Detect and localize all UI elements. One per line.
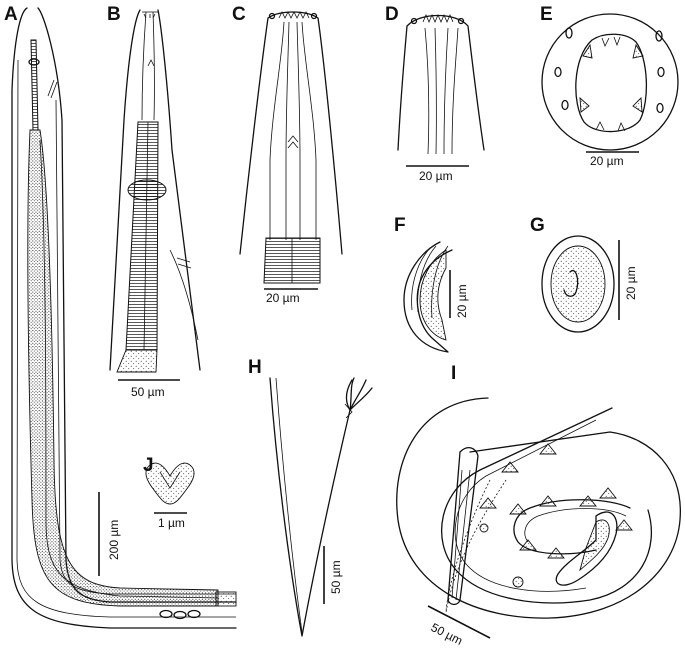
panel-i-scale-bar — [427, 605, 491, 639]
panel-g-scale-label: 20 µm — [624, 266, 638, 300]
panel-i-scale-label: 50 µm — [429, 620, 465, 648]
panel-d-scale-label: 20 µm — [419, 169, 453, 183]
panel-g-label: G — [530, 215, 545, 236]
panel-a-oesophagus — [30, 39, 39, 131]
panel-i-label: I — [451, 363, 456, 384]
panel-c-label: C — [232, 4, 246, 25]
panel-i-body-outline — [396, 397, 681, 619]
panel-c-head-outline — [239, 11, 343, 255]
panel-b-scale-label: 50 µm — [131, 385, 165, 399]
panel-i-papillae — [479, 443, 633, 588]
panel-e-scale-label: 20 µm — [590, 154, 624, 168]
panel-e-cephalic-outline — [541, 13, 679, 151]
panel-b-body-outline — [109, 9, 201, 371]
panel-a-nerve-ring — [28, 58, 40, 66]
panel-j: J 1 µm — [143, 455, 195, 530]
panel-j-scale-label: 1 µm — [158, 516, 185, 530]
panel-f-label: F — [394, 215, 406, 236]
panel-g-egg-shell — [541, 235, 615, 333]
panel-d: D 20 µm — [385, 4, 485, 183]
panel-i-spicule — [447, 446, 479, 606]
panel-b-oesophagus — [125, 121, 159, 351]
panel-e: E 20 µm — [540, 4, 679, 168]
panel-g: G 20 µm — [530, 215, 638, 333]
panel-c: C 20 µm — [232, 4, 343, 305]
panel-h: H 50 µm — [248, 357, 373, 637]
panel-a-label: A — [4, 4, 18, 25]
panel-h-tail-outline — [269, 377, 351, 637]
panel-a-scale-label: 200 µm — [107, 520, 121, 560]
panel-j-label: J — [143, 455, 154, 476]
panel-f-scale-label: 20 µm — [455, 284, 469, 318]
panel-h-scale-label: 50 µm — [329, 560, 343, 594]
panel-b: B 50 µm — [107, 4, 201, 399]
panel-d-head-outline — [397, 14, 485, 151]
panel-h-label: H — [248, 357, 262, 378]
panel-f-outline — [403, 241, 453, 353]
panel-a: A 200 µm — [4, 4, 237, 629]
panel-i: I 50 µm — [396, 363, 681, 648]
panel-e-oral-opening — [575, 33, 648, 133]
panel-j-v-structure — [145, 462, 195, 505]
panel-b-label: B — [107, 4, 121, 25]
panel-c-scale-label: 20 µm — [266, 291, 300, 305]
panel-d-label: D — [385, 4, 399, 25]
panel-e-label: E — [540, 4, 553, 25]
panel-f: F 20 µm — [394, 215, 469, 353]
panel-b-nerve-ring — [127, 179, 167, 201]
